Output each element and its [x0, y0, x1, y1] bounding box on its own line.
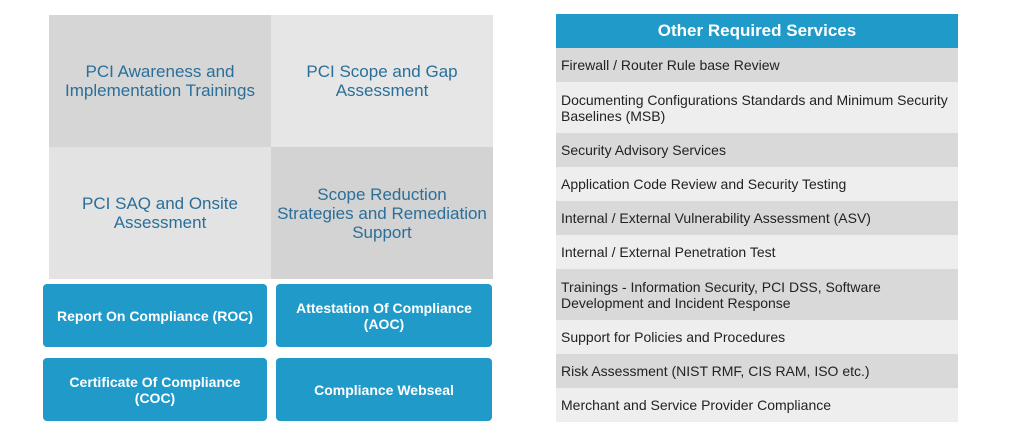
- other-services-panel: Other Required Services Firewall / Route…: [556, 14, 958, 422]
- webseal-button[interactable]: Compliance Webseal: [276, 358, 492, 421]
- cell-saq-onsite-assessment: PCI SAQ and Onsite Assessment: [49, 147, 271, 279]
- list-item: Application Code Review and Security Tes…: [556, 167, 958, 201]
- list-item: Support for Policies and Procedures: [556, 320, 958, 354]
- list-item: Security Advisory Services: [556, 133, 958, 167]
- cell-scope-reduction: Scope Reduction Strategies and Remediati…: [271, 147, 493, 279]
- roc-button[interactable]: Report On Compliance (ROC): [43, 284, 267, 347]
- aoc-button[interactable]: Attestation Of Compliance (AOC): [276, 284, 492, 347]
- service-grid: PCI Awareness and Implementation Trainin…: [49, 15, 493, 279]
- cell-awareness-trainings: PCI Awareness and Implementation Trainin…: [49, 15, 271, 147]
- panel-title: Other Required Services: [556, 14, 958, 48]
- list-item: Trainings - Information Security, PCI DS…: [556, 269, 958, 320]
- list-item: Risk Assessment (NIST RMF, CIS RAM, ISO …: [556, 354, 958, 388]
- list-item: Internal / External Vulnerability Assess…: [556, 201, 958, 235]
- services-list: Firewall / Router Rule base Review Docum…: [556, 48, 958, 422]
- list-item: Internal / External Penetration Test: [556, 235, 958, 269]
- coc-button[interactable]: Certificate Of Compliance (COC): [43, 358, 267, 421]
- list-item: Documenting Configurations Standards and…: [556, 82, 958, 133]
- cell-scope-gap-assessment: PCI Scope and Gap Assessment: [271, 15, 493, 147]
- list-item: Merchant and Service Provider Compliance: [556, 388, 958, 422]
- list-item: Firewall / Router Rule base Review: [556, 48, 958, 82]
